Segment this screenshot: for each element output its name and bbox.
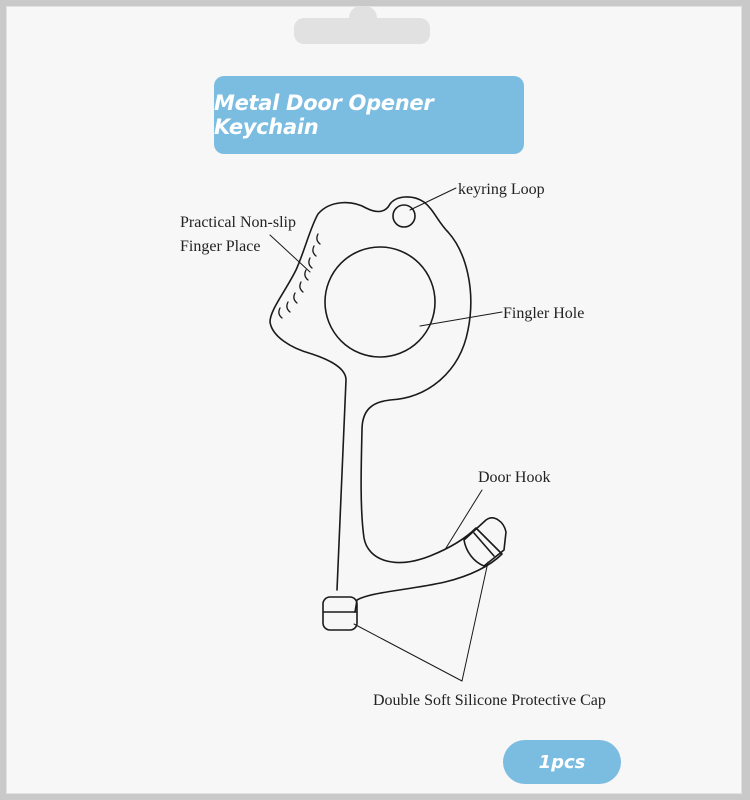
label-door-hook: Door Hook bbox=[478, 469, 551, 486]
page-title: Metal Door Opener Keychain bbox=[214, 91, 434, 139]
label-finger-place-line2: Finger Place bbox=[180, 238, 261, 255]
label-finger-hole: Fingler Hole bbox=[503, 305, 585, 322]
keyring-loop-hole bbox=[392, 204, 416, 228]
hang-tab bbox=[294, 18, 430, 44]
keychain-outline bbox=[269, 196, 503, 613]
quantity-text: 1pcs bbox=[538, 751, 586, 773]
title-banner: Metal Door Opener Keychain bbox=[214, 76, 524, 154]
label-keyring-loop: keyring Loop bbox=[458, 181, 545, 198]
bottom-cap bbox=[322, 596, 358, 631]
top-cap bbox=[463, 517, 507, 567]
label-finger-place-line1: Practical Non-slip bbox=[180, 214, 296, 231]
grip-ridges bbox=[278, 233, 321, 319]
leader-lines bbox=[269, 187, 503, 682]
label-protective-cap: Double Soft Silicone Protective Cap bbox=[373, 692, 606, 709]
finger-hole bbox=[324, 246, 436, 358]
quantity-badge: 1pcs bbox=[503, 740, 621, 784]
